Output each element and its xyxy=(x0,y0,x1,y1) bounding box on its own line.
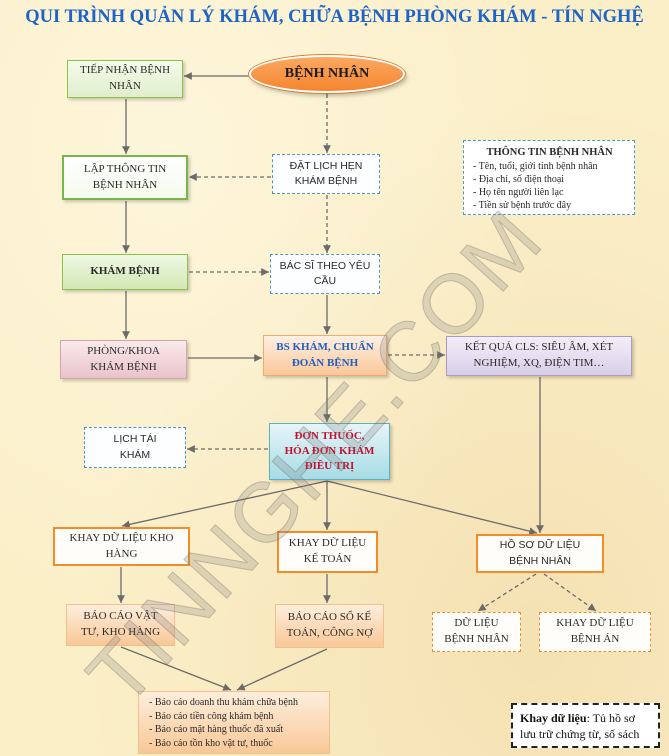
node-create-record: LẬP THÔNG TIN BỆNH NHÂN xyxy=(62,155,188,200)
node-patient: BỆNH NHÂN xyxy=(249,55,405,93)
report-item: - Báo cáo mặt hàng thuốc đã xuất xyxy=(149,724,284,735)
arrow-prescription-to-inventory-tray xyxy=(121,480,328,529)
page-title: QUI TRÌNH QUẢN LÝ KHÁM, CHỮA BỆNH PHÒNG … xyxy=(25,7,644,27)
patient-info-item: - Tên, tuổi, giới tính bệnh nhân xyxy=(473,161,598,172)
node-patient-data: DỮ LIỆU BỆNH NHÂN xyxy=(432,612,521,652)
report-item: - Báo cáo tiền công khám bệnh xyxy=(149,710,274,722)
node-department: PHÒNG/KHOA KHÁM BỆNH xyxy=(60,340,187,379)
node-lab-results: KẾT QUẢ CLS: SIÊU ÂM, XÉT NGHIỆM, XQ, ĐI… xyxy=(446,336,632,376)
node-inventory-tray: KHAY DỮ LIỆU KHO HÀNG xyxy=(53,527,190,566)
node-prescription: ĐƠN THUỐC, HÓA ĐƠN KHÁM ĐIỀU TRỊ xyxy=(269,423,390,480)
node-patient-info: THÔNG TIN BỆNH NHÂN - Tên, tuổi, giới tí… xyxy=(463,140,635,215)
legend-description: : Tủ hồ sơ lưu trữ chứng từ, số sách xyxy=(520,711,640,741)
node-follow-up: LỊCH TÁI KHÁM xyxy=(84,427,186,468)
node-inventory-report: BÁO CÁO VẬT TƯ, KHO HÀNG xyxy=(66,604,175,646)
node-diagnosis: BS KHÁM, CHUẨN ĐOÁN BỆNH xyxy=(263,335,387,376)
patient-info-item: - Tiền sử bệnh trước đây xyxy=(473,200,572,211)
legend-box: Khay dữ liệu: Tủ hồ sơ lưu trữ chứng từ,… xyxy=(511,703,660,748)
node-accounting-report: BÁO CÁO SỔ KẾ TOÁN, CÔNG NỢ xyxy=(275,604,384,648)
node-patient-records: HỒ SƠ DỮ LIỆU BỆNH NHÂN xyxy=(476,534,604,573)
report-item: - Báo cáo doanh thu khám chữa bệnh xyxy=(149,697,298,708)
node-doctor-request: BÁC SĨ THEO YÊU CẦU xyxy=(270,254,380,294)
arrow-records-to-patient-data xyxy=(477,573,537,612)
patient-info-item: - Địa chỉ, số điện thoại xyxy=(473,174,565,185)
node-accounting-tray: KHAY DỮ LIỆU KẾ TOÁN xyxy=(277,531,378,573)
arrow-records-to-medical-record-tray xyxy=(543,573,597,612)
node-examination: KHÁM BỆNH xyxy=(62,254,188,290)
node-reports: - Báo cáo doanh thu khám chữa bệnh - Báo… xyxy=(138,691,330,754)
patient-info-item: - Họ tên người liên lạc xyxy=(473,187,564,198)
node-medical-record-tray: KHAY DỮ LIỆU BỆNH ÁN xyxy=(539,612,651,652)
node-reception: TIẾP NHẬN BỆNH NHÂN xyxy=(67,60,183,98)
arrow-inventory-report-to-summary xyxy=(120,646,232,691)
report-item: - Báo cáo tồn kho vật tư, thuốc xyxy=(149,737,273,749)
arrow-prescription-to-patient-records xyxy=(326,480,538,535)
legend-term: Khay dữ liệu xyxy=(520,711,587,725)
node-appointment: ĐẶT LỊCH HẸN KHÁM BỆNH xyxy=(272,154,380,194)
arrow-accounting-report-to-summary xyxy=(236,648,328,691)
patient-info-title: THÔNG TIN BỆNH NHÂN xyxy=(486,147,613,158)
